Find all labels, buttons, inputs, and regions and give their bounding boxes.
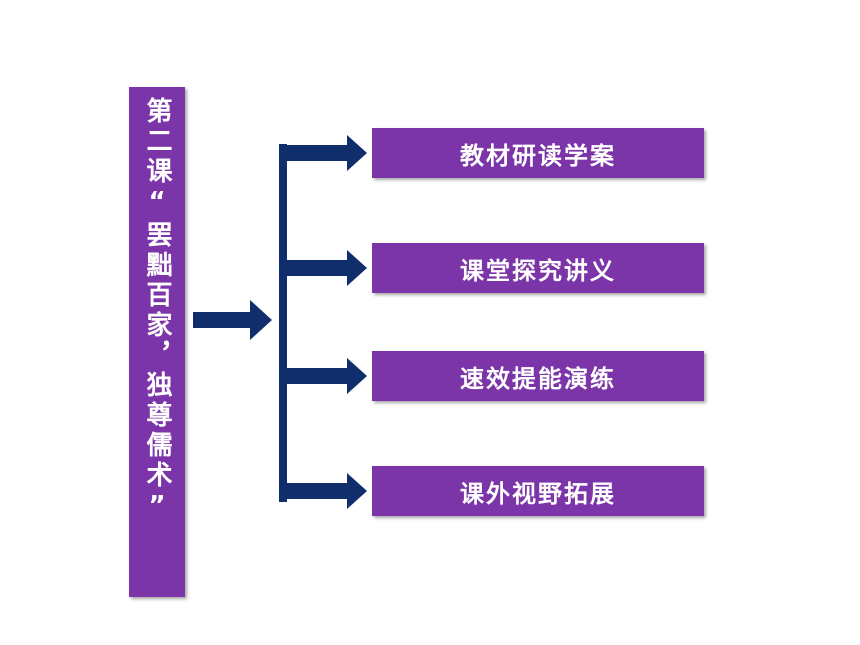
item-label: 课堂探究讲义: [460, 256, 616, 285]
vertical-connector: [279, 144, 287, 502]
main-arrow: [193, 300, 272, 340]
item-box-practice[interactable]: 速效提能演练: [372, 351, 704, 401]
item-label: 教材研读学案: [460, 141, 616, 170]
item-box-textbook-study[interactable]: 教材研读学案: [372, 128, 704, 178]
branch-arrow-1: [287, 135, 367, 171]
branch-arrow-3: [287, 358, 367, 394]
lesson-title: 第二课“罢黜百家，独尊儒术”: [142, 97, 172, 525]
branch-arrow-4: [287, 473, 367, 509]
title-bar: 第二课“罢黜百家，独尊儒术”: [129, 87, 185, 597]
item-label: 速效提能演练: [460, 364, 616, 393]
branch-arrow-2: [287, 250, 367, 286]
item-box-classroom-lecture[interactable]: 课堂探究讲义: [372, 243, 704, 293]
item-label: 课外视野拓展: [460, 479, 616, 508]
item-box-extended-reading[interactable]: 课外视野拓展: [372, 466, 704, 516]
